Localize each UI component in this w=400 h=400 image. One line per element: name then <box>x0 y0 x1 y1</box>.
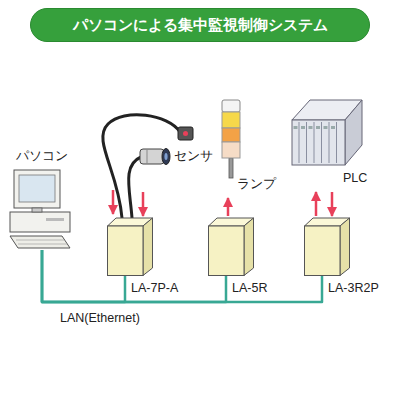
connector-line <box>227 198 230 216</box>
device-side <box>143 218 153 276</box>
device-front <box>209 226 245 276</box>
device-box-shape <box>304 216 350 276</box>
plc-slot <box>306 122 307 163</box>
device-side <box>340 218 350 276</box>
plc-slot <box>321 122 322 163</box>
plc-slot <box>329 122 330 163</box>
device-label: LA-5R <box>232 282 267 296</box>
node-label: センサ <box>174 150 213 164</box>
connector <box>143 192 144 216</box>
connector-line <box>42 250 322 302</box>
device-box-shape <box>107 216 153 276</box>
device-side <box>244 218 254 276</box>
connector <box>42 250 322 302</box>
plc-slot <box>314 122 315 163</box>
node-label: PLC <box>343 172 367 186</box>
network-label: LAN(Ethernet) <box>60 311 140 325</box>
device-box: LA-5R <box>208 216 254 276</box>
plc-led <box>324 126 328 129</box>
plc-slot <box>336 122 337 163</box>
device-front <box>305 226 341 276</box>
plc-slot <box>299 122 300 163</box>
connector-line <box>331 192 334 216</box>
plc-led <box>331 126 335 129</box>
plc-illustration <box>292 100 362 165</box>
lamp-illustration <box>222 100 240 178</box>
illustrated-node: ランプ <box>215 95 275 195</box>
device-box: LA-7P-A <box>107 216 153 276</box>
illustrated-node: PLC <box>285 92 375 190</box>
plc-modules <box>294 122 337 163</box>
device-label: LA-3R2P <box>328 282 379 296</box>
title-banner: パソコンによる集中監視制御システム <box>30 8 370 42</box>
title-text: パソコンによる集中監視制御システム <box>31 9 369 41</box>
plc-led <box>316 126 320 129</box>
connector <box>228 198 229 216</box>
device-front <box>108 226 144 276</box>
node-label: ランプ <box>237 178 276 192</box>
sensor-illustration <box>103 115 193 218</box>
node-label: パソコン <box>16 150 68 164</box>
connector-line <box>315 192 318 216</box>
illustrated-node: パソコン <box>8 150 80 250</box>
device-label: LA-7P-A <box>131 282 178 296</box>
plc-led <box>294 126 298 129</box>
device-box-shape <box>208 216 254 276</box>
connector <box>316 192 332 216</box>
pc-illustration <box>10 170 70 248</box>
illustrated-node: センサ <box>95 120 213 190</box>
device-box: LA-3R2P <box>304 216 350 276</box>
plc-led <box>301 126 305 129</box>
connector-line <box>142 192 145 216</box>
plc-led <box>309 126 313 129</box>
